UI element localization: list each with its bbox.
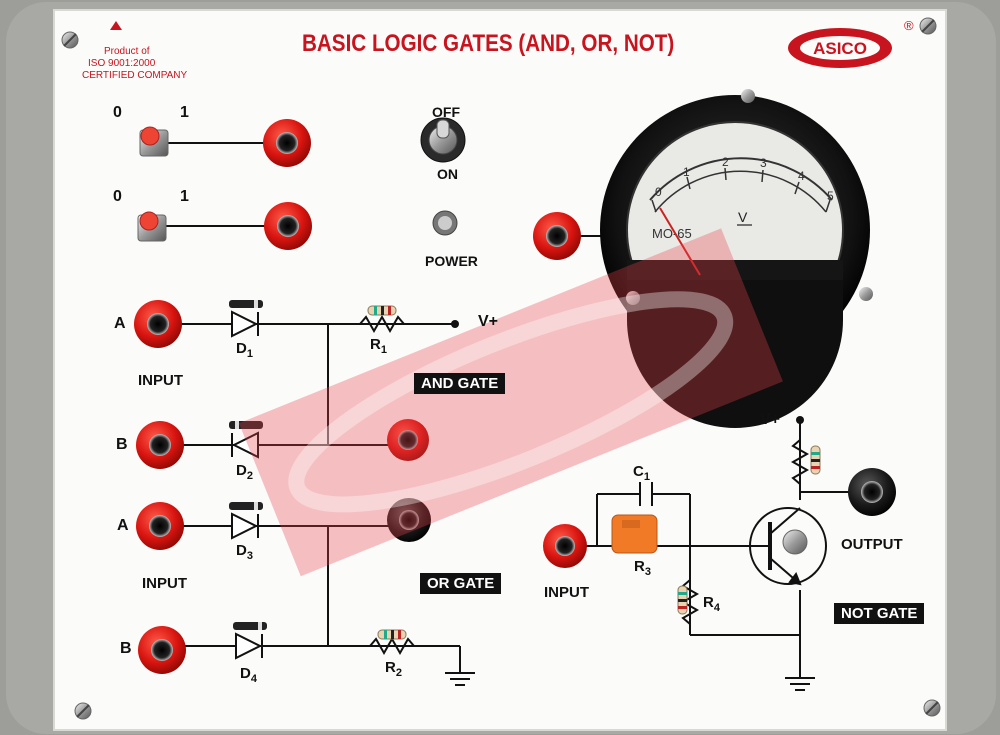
diode-d4: [233, 622, 267, 660]
not-output-label: OUTPUT: [841, 536, 903, 553]
resistor-vplus-symbol: [790, 439, 810, 485]
meter-scale-5: 5: [827, 189, 834, 203]
diode-d1: [229, 300, 263, 338]
capacitor-component: [611, 514, 658, 554]
resistor-component: [810, 445, 821, 475]
resistor-r1-label: R1: [370, 336, 387, 356]
red-jack-not-input[interactable]: [543, 524, 587, 568]
meter-scale-4: 4: [798, 169, 805, 183]
or-input-b-label: B: [120, 640, 132, 657]
asico-logo-text: ASICO: [813, 39, 867, 58]
or-gate-title: OR GATE: [420, 573, 502, 594]
diode-d3-label: D3: [236, 542, 253, 562]
capacitor-c1-label: C1: [633, 463, 650, 483]
and-input-a-label: A: [114, 315, 126, 332]
transistor-symbol: [749, 507, 827, 586]
black-jack-or-output[interactable]: [387, 498, 431, 542]
corner-screw-icon: [61, 31, 79, 49]
and-vplus-label: V+: [478, 313, 499, 330]
red-jack-or-a[interactable]: [136, 502, 184, 550]
meter-scale-0: 0: [655, 185, 662, 199]
resistor-component: [367, 305, 397, 316]
switch2-label-one: 1: [180, 188, 189, 205]
certification-line-3: CERTIFIED COMPANY: [82, 70, 188, 81]
power-label: POWER: [425, 253, 478, 269]
diode-d4-label: D4: [240, 665, 257, 685]
meter-scale-3: 3: [760, 156, 767, 170]
toggle-on-label: ON: [437, 166, 458, 182]
meter-scale-1: 1: [683, 165, 690, 179]
red-jack-and-output[interactable]: [387, 419, 429, 461]
not-vplus-label: V+: [760, 411, 781, 428]
resistor-r3-label: R3: [634, 558, 651, 578]
and-gate-title: AND GATE: [414, 373, 506, 394]
asico-logo: ASICO ®: [788, 18, 914, 68]
resistor-r4-label: R4: [703, 594, 720, 614]
red-jack-and-b[interactable]: [136, 421, 184, 469]
switch1-label-zero: 0: [113, 104, 122, 121]
ground-symbol-icon: [445, 672, 475, 686]
or-input-label: INPUT: [142, 575, 187, 592]
red-jack-and-a[interactable]: [134, 300, 182, 348]
meter-scale-2: 2: [722, 155, 729, 169]
company-emblem-icon: [110, 21, 122, 30]
asico-watermark: [238, 228, 783, 577]
not-gate-title: NOT GATE: [834, 603, 925, 624]
red-jack-or-b[interactable]: [138, 626, 186, 674]
black-jack-not-output[interactable]: [848, 468, 896, 516]
or-input-a-label: A: [117, 517, 129, 534]
input-switch-1[interactable]: [139, 126, 169, 157]
resistor-r1-symbol: [359, 314, 405, 334]
corner-screw-icon: [919, 17, 937, 35]
red-jack-switch-2[interactable]: [264, 202, 312, 250]
resistor-component: [377, 629, 407, 640]
ground-symbol-icon: [785, 677, 815, 691]
resistor-component: [677, 585, 688, 615]
red-jack-meter[interactable]: [533, 212, 581, 260]
corner-screw-icon: [74, 702, 92, 720]
meter-unit: V: [738, 209, 748, 225]
meter-model: MO-65: [652, 226, 692, 241]
capacitor-c1: [639, 482, 653, 506]
power-led: [432, 210, 458, 236]
voltmeter: 0 1 2 3 4 5 V MO-65: [600, 89, 873, 428]
junction-dot: [796, 416, 804, 424]
certification-line-1: Product of: [104, 46, 150, 57]
and-input-label: INPUT: [138, 372, 183, 389]
registered-mark: ®: [904, 18, 914, 33]
diode-d2-label: D2: [236, 462, 253, 482]
diode-d1-label: D1: [236, 340, 253, 360]
switch1-label-one: 1: [180, 104, 189, 121]
switch2-label-zero: 0: [113, 188, 122, 205]
diode-d2: [229, 421, 263, 459]
page-title: BASIC LOGIC GATES (AND, OR, NOT): [302, 30, 675, 57]
resistor-r2-label: R2: [385, 659, 402, 679]
and-input-b-label: B: [116, 436, 128, 453]
vplus-dot: [451, 320, 459, 328]
not-input-label: INPUT: [544, 584, 589, 601]
power-toggle-switch[interactable]: [420, 117, 466, 163]
certification-line-2: ISO 9001:2000: [88, 58, 156, 69]
diode-d3: [229, 502, 263, 540]
red-jack-switch-1[interactable]: [263, 119, 311, 167]
toggle-off-label: OFF: [432, 104, 460, 120]
corner-screw-icon: [923, 699, 941, 717]
input-switch-2[interactable]: [137, 211, 167, 242]
transistor-component: [782, 529, 808, 555]
